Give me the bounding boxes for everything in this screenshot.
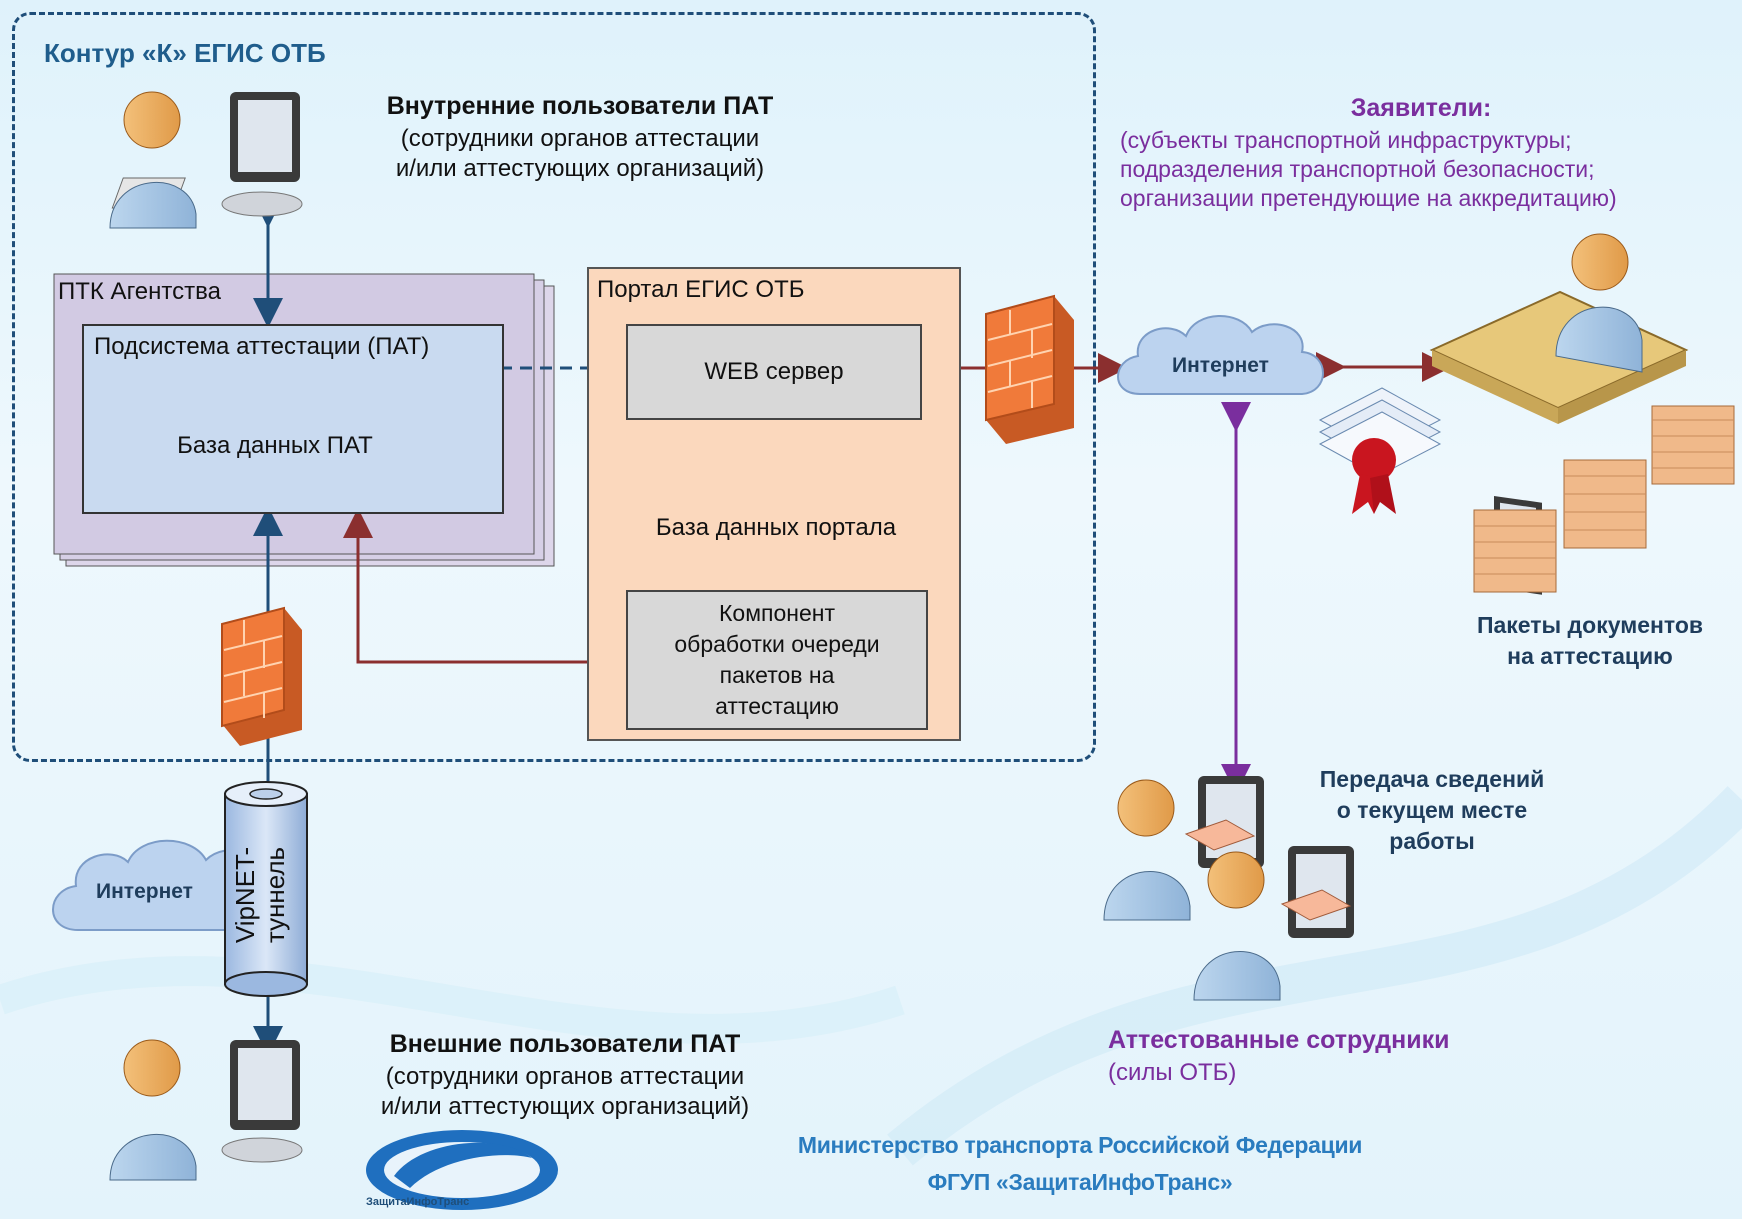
internet-left-label: Интернет (96, 880, 193, 903)
portal-db-label: База данных портала (655, 514, 897, 541)
internal-users-title: Внутренние пользователи ПАТ (386, 92, 774, 120)
packages-line1: Пакеты документов (1476, 612, 1704, 638)
vipnet-label: VipNET- туннель (230, 810, 300, 980)
firewall-left-icon (221, 606, 302, 746)
packages-block: Пакеты документов на аттестацию (1440, 612, 1740, 670)
queue-component-box: Компонент обработки очереди пакетов на а… (626, 590, 928, 730)
external-users-line2: и/или аттестующих организаций) (380, 1093, 750, 1120)
queue-line2: обработки очереди (674, 631, 880, 657)
contour-title: Контур «К» ЕГИС ОТБ (44, 38, 326, 68)
applicants-block: Заявители: (субъекты транспортной инфрас… (1106, 94, 1736, 212)
packages-line2: на аттестацию (1507, 643, 1673, 669)
pat-title: Подсистема аттестации (ПАТ) (94, 333, 430, 360)
footer-line2: ФГУП «ЗащитаИнфоТранс» (927, 1169, 1233, 1195)
queue-line3: пакетов на (719, 662, 835, 688)
certificate-icon (1318, 387, 1442, 514)
applicants-line3: организации претендующие на аккредитацию… (1120, 185, 1617, 211)
applicants-title: Заявители: (1350, 94, 1492, 122)
firewall-right-icon (985, 294, 1074, 444)
zit-logo-icon (366, 1130, 558, 1210)
applicants-line2: подразделения транспортной безопасности; (1120, 156, 1595, 182)
certified-title: Аттестованные сотрудники (1108, 1026, 1450, 1054)
certified-employees-icon (1103, 776, 1354, 1001)
external-users-block: Внешние пользователи ПАТ (сотрудники орг… (320, 1030, 810, 1121)
portal-title: Портал ЕГИС ОТБ (597, 276, 805, 303)
internet-cloud-right-icon (1117, 315, 1324, 395)
web-server-label: WEB сервер (704, 358, 844, 385)
logo-text: ЗащитаИнфоТранс (366, 1196, 470, 1208)
transfer-line2: о текущем месте (1336, 797, 1528, 823)
applicant-user-icon (1429, 233, 1689, 595)
external-user-icon (109, 1039, 303, 1181)
internal-users-line2: и/или аттестующих организаций) (395, 155, 765, 182)
external-users-title: Внешние пользователи ПАТ (389, 1030, 741, 1058)
vipnet-line2: туннель (260, 846, 290, 944)
certified-sub: (силы ОТБ) (1108, 1059, 1237, 1086)
web-server-box: WEB сервер (626, 324, 922, 420)
queue-line1: Компонент (719, 600, 835, 626)
applicants-line1: (субъекты транспортной инфраструктуры; (1120, 127, 1572, 153)
queue-line4: аттестацию (715, 693, 839, 719)
transfer-line3: работы (1389, 828, 1475, 854)
document-packages-icon (1473, 405, 1735, 593)
vipnet-line1: VipNET- (230, 846, 260, 944)
external-users-line1: (сотрудники органов аттестации (385, 1063, 745, 1090)
ptk-title: ПТК Агентства (58, 278, 221, 305)
internet-right-label: Интернет (1172, 354, 1269, 377)
certified-block: Аттестованные сотрудники (силы ОТБ) (1108, 1026, 1608, 1087)
transfer-block: Передача сведений о текущем месте работы (1282, 766, 1582, 855)
pat-subsystem-box (82, 324, 504, 514)
internal-users-block: Внутренние пользователи ПАТ (сотрудники … (330, 92, 830, 183)
contour-boundary (12, 12, 1096, 762)
pat-db-label: База данных ПАТ (177, 432, 373, 459)
internal-user-icon (109, 91, 303, 229)
footer-line1: Министерство транспорта Российской Федер… (797, 1132, 1363, 1158)
vipnet-tunnel-icon (224, 781, 308, 997)
transfer-line1: Передача сведений (1319, 766, 1545, 792)
footer-block: Министерство транспорта Российской Федер… (660, 1132, 1500, 1196)
internal-users-line1: (сотрудники органов аттестации (400, 125, 760, 152)
